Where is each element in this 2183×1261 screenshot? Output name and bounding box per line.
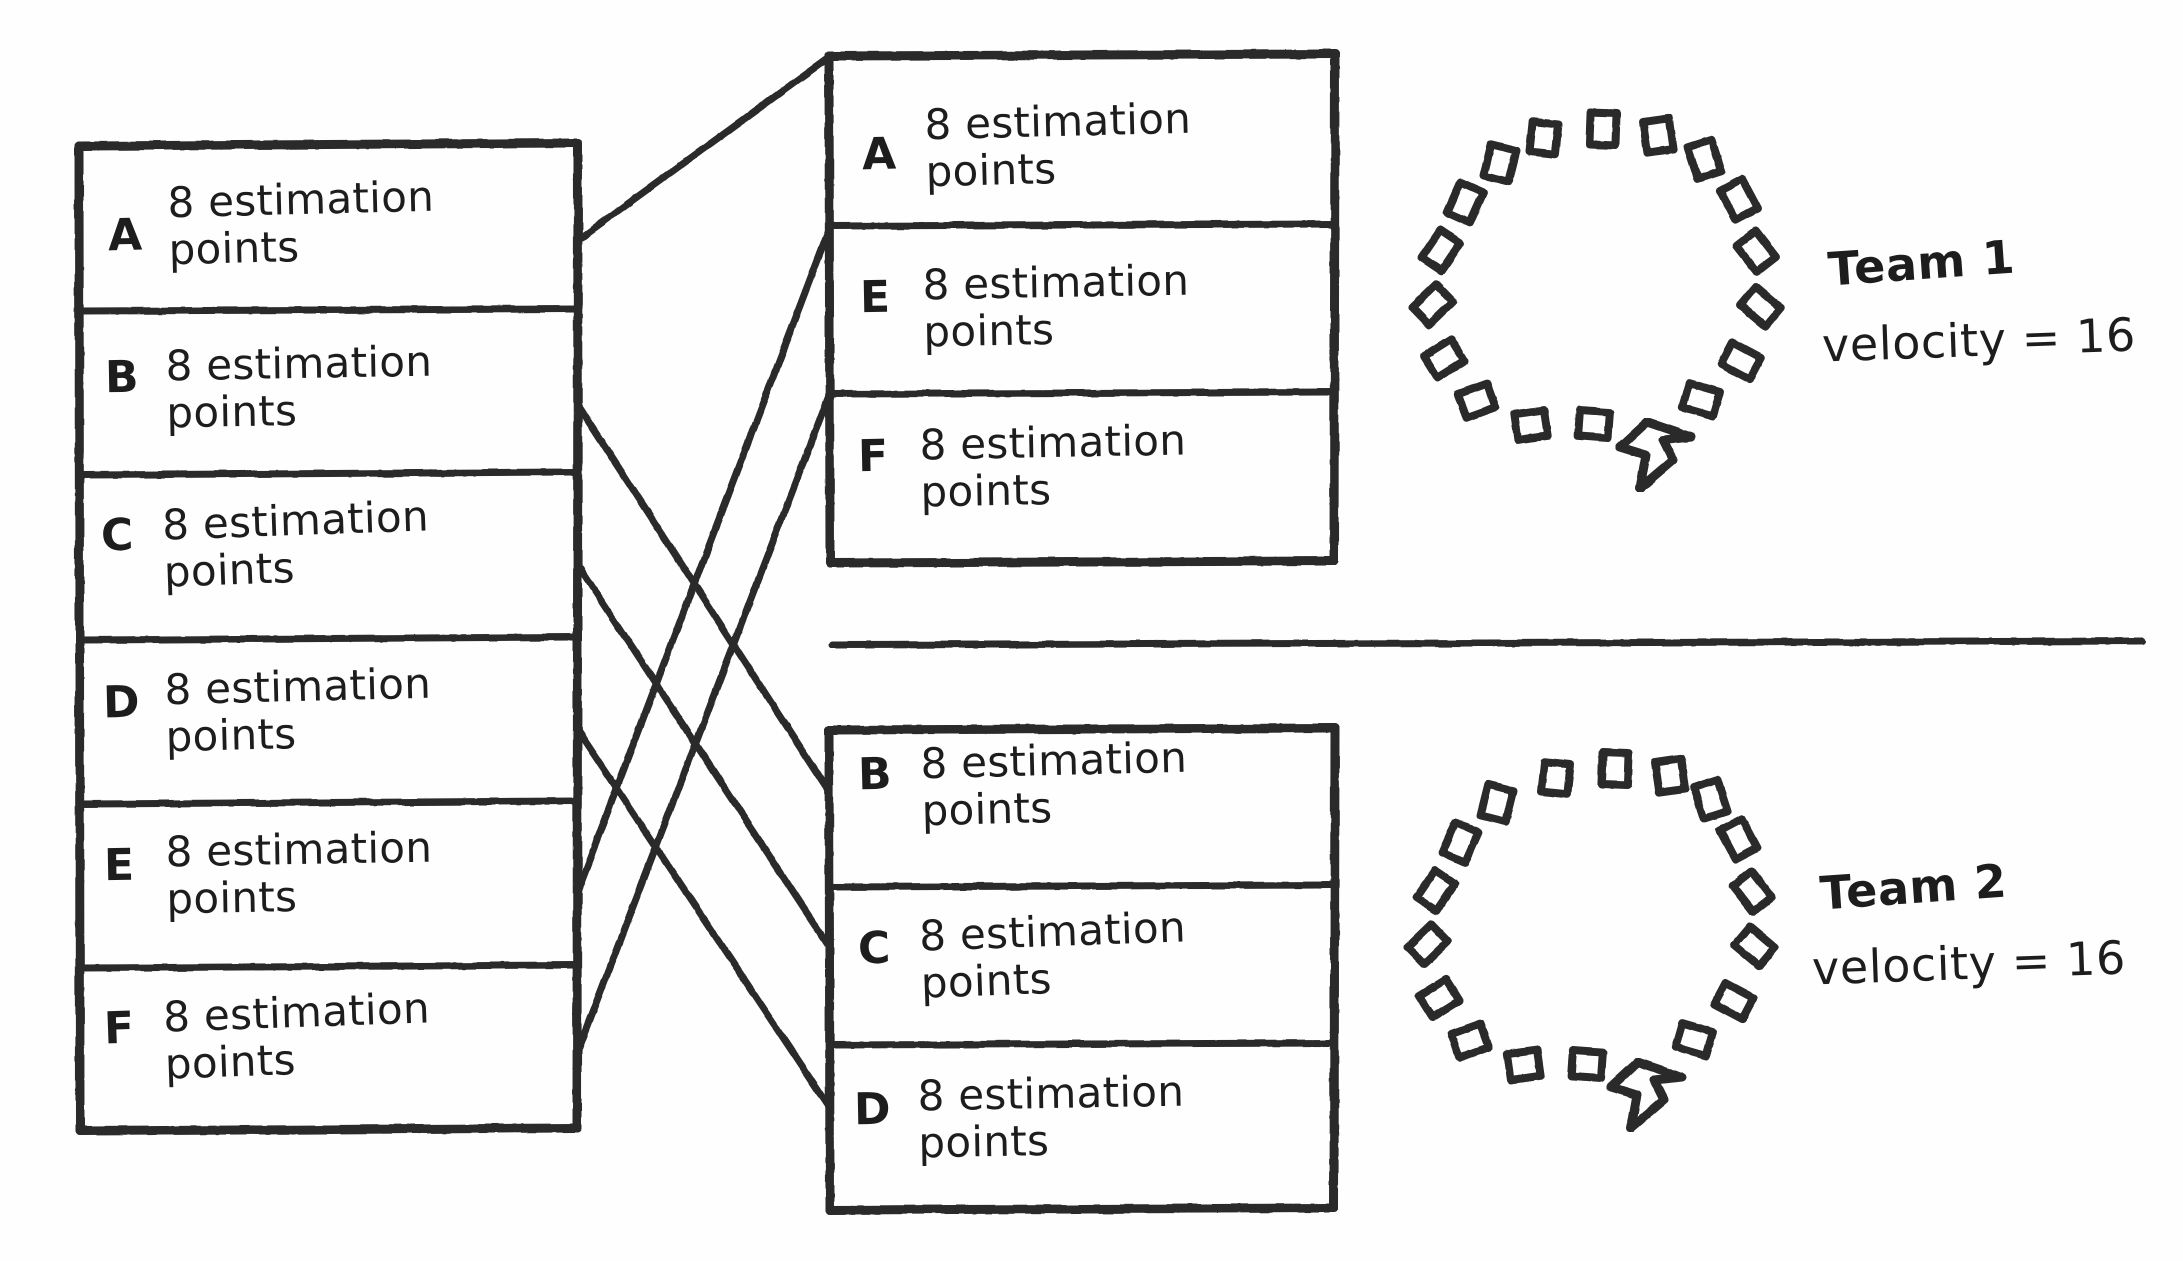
connector-D xyxy=(574,726,832,1109)
connector-A xyxy=(574,54,832,244)
team1-cycle-arrowhead xyxy=(1615,417,1696,493)
team1-row-dividers xyxy=(826,220,1338,398)
team2-cycle-arrowhead xyxy=(1606,1057,1687,1133)
team-separator-line xyxy=(829,637,2146,649)
team1-table-outline xyxy=(824,49,1340,568)
connector-C xyxy=(574,561,832,949)
team2-cycle-icon xyxy=(1403,748,1779,1084)
backlog-row-dividers xyxy=(76,305,582,972)
connector-B xyxy=(574,401,832,794)
team1-cycle-icon xyxy=(1408,108,1785,444)
team2-table-outline xyxy=(824,723,1340,1215)
connector-lines xyxy=(574,54,832,1109)
connector-E xyxy=(574,228,832,894)
team2-row-dividers xyxy=(826,881,1338,1049)
connector-F xyxy=(574,394,832,1054)
